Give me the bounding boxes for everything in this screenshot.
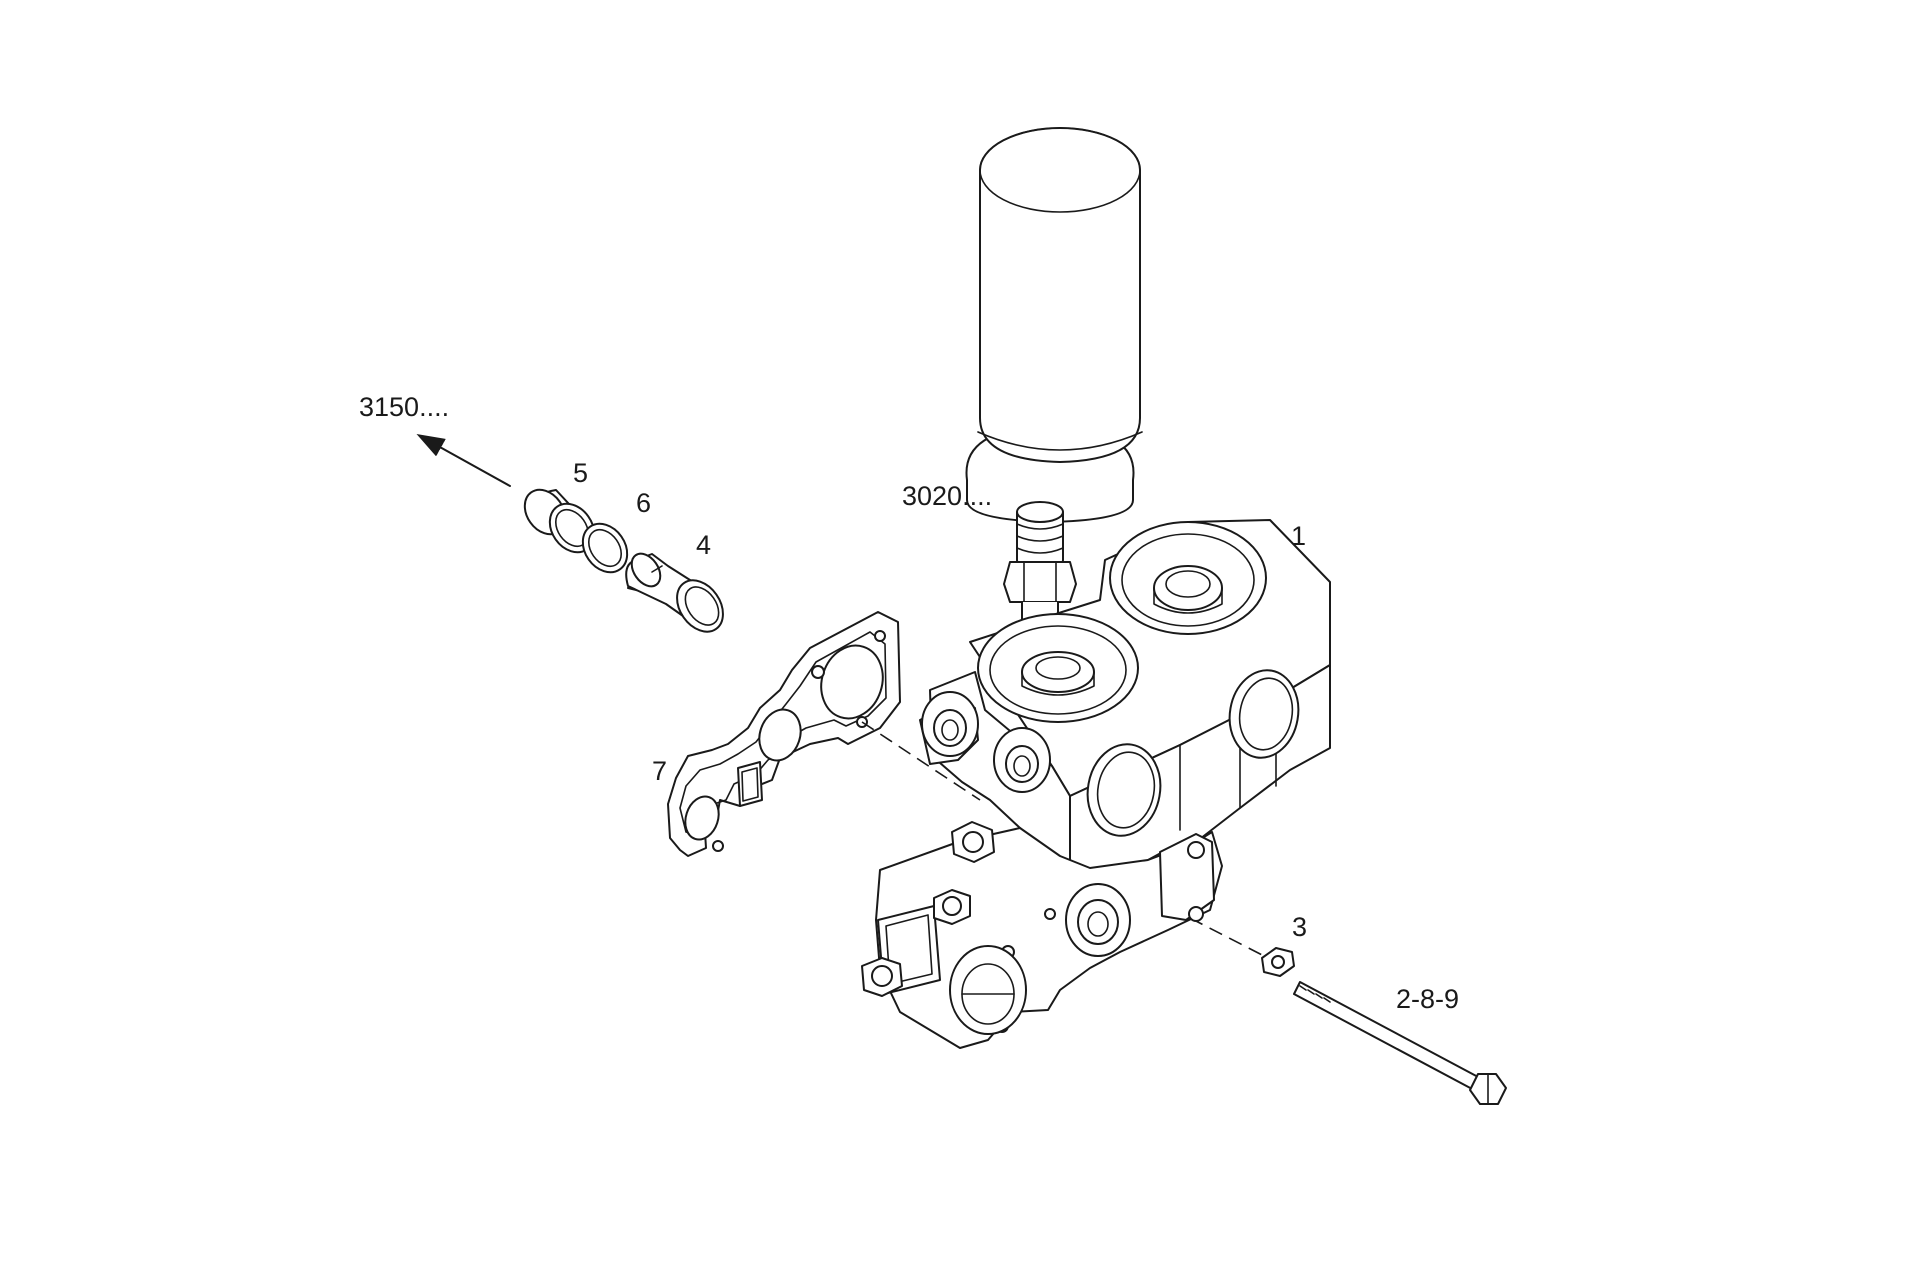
housing-plug-upper bbox=[921, 691, 979, 757]
filter-cartridge bbox=[965, 127, 1143, 523]
valve-bolt-middle bbox=[933, 889, 971, 925]
fitting bbox=[625, 552, 724, 633]
callout-1: 1 bbox=[1291, 521, 1306, 551]
callout-3020: 3020.... bbox=[902, 481, 992, 511]
callout-3150: 3150.... bbox=[359, 392, 449, 422]
valve-bolt-top bbox=[951, 821, 995, 863]
assembly-line-gasket bbox=[861, 721, 981, 801]
o-ring bbox=[581, 522, 629, 574]
threaded-nipple bbox=[1003, 501, 1077, 630]
housing-port-large bbox=[1109, 521, 1267, 635]
housing-port-medium bbox=[977, 613, 1139, 723]
callout-7: 7 bbox=[652, 756, 667, 786]
callout-4: 4 bbox=[696, 530, 711, 560]
nut bbox=[1261, 947, 1295, 977]
housing-side-port-front bbox=[1086, 743, 1162, 837]
valve-cover-flange bbox=[949, 945, 1027, 1035]
valve-bolt-side bbox=[861, 957, 903, 997]
reference-arrow bbox=[416, 434, 511, 487]
callout-3: 3 bbox=[1292, 912, 1307, 942]
callout-2-8-9: 2-8-9 bbox=[1396, 984, 1459, 1014]
housing-side-port-right bbox=[1228, 669, 1300, 759]
assembly-line-nut bbox=[1189, 917, 1269, 959]
long-bolt bbox=[1293, 981, 1507, 1105]
gasket bbox=[667, 611, 901, 857]
callout-6: 6 bbox=[636, 488, 651, 518]
housing-plug-middle bbox=[993, 727, 1051, 793]
housing-plug-lower bbox=[1065, 883, 1131, 957]
callout-5: 5 bbox=[573, 458, 588, 488]
